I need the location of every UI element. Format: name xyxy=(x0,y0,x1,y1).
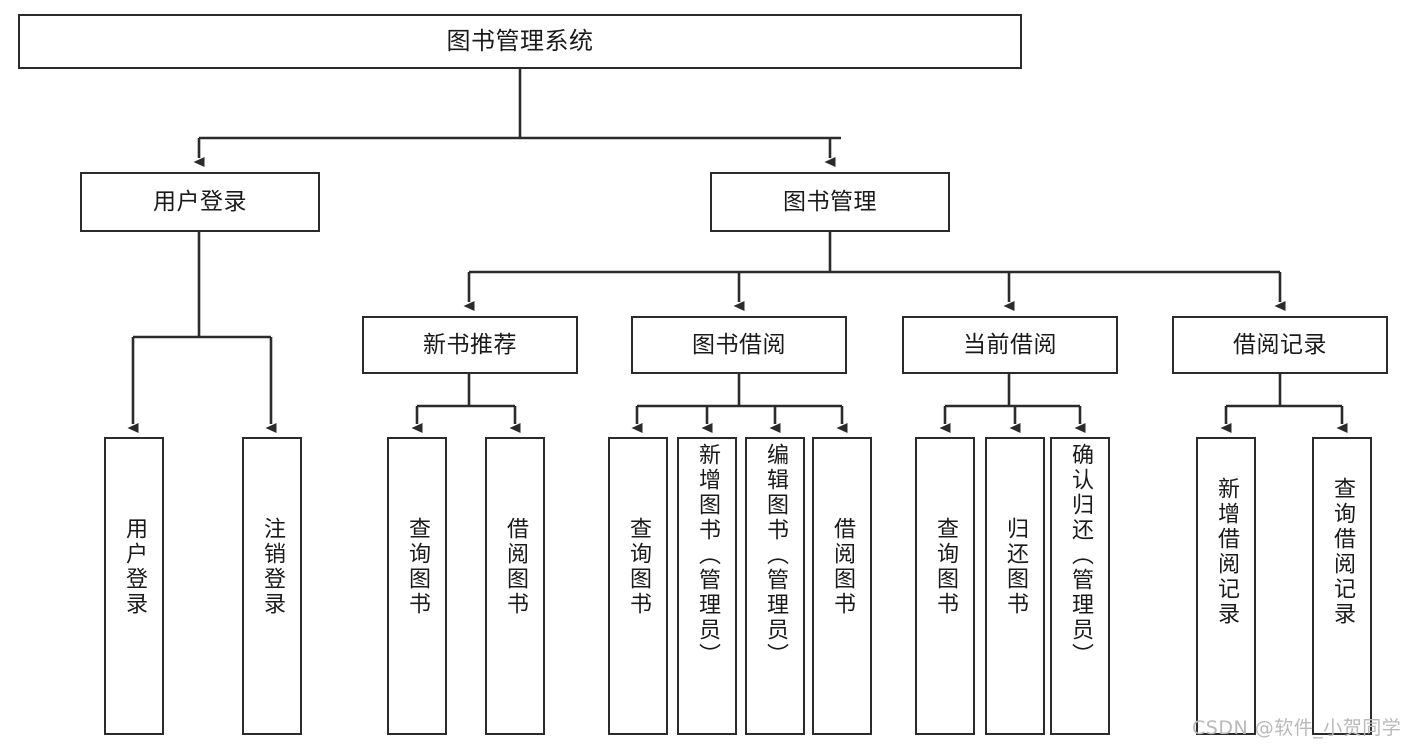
node-label: 借阅记录 xyxy=(1233,331,1327,358)
node-label: 确认归还（管理员） xyxy=(1068,443,1093,668)
node-new-book-recommend[interactable]: 新书推荐 xyxy=(362,316,578,374)
node-borrow-records[interactable]: 借阅记录 xyxy=(1172,316,1388,374)
node-leaf-query-book-newbook[interactable]: 查询图书 xyxy=(387,437,447,735)
node-leaf-query-book-borrow[interactable]: 查询图书 xyxy=(608,437,668,735)
node-label: 借阅图书 xyxy=(830,517,855,617)
node-leaf-user-login[interactable]: 用户登录 xyxy=(104,437,164,735)
node-current-borrow[interactable]: 当前借阅 xyxy=(902,316,1118,374)
node-label: 新增图书（管理员） xyxy=(695,443,720,668)
node-leaf-query-borrow-record[interactable]: 查询借阅记录 xyxy=(1312,437,1372,735)
node-leaf-edit-book-admin[interactable]: 编辑图书（管理员） xyxy=(745,437,805,735)
node-label: 借阅图书 xyxy=(503,517,528,617)
node-label: 新书推荐 xyxy=(423,331,517,358)
csdn-watermark: CSDN @软件_小贺同学 xyxy=(1192,717,1402,739)
node-leaf-borrow-book-newbook[interactable]: 借阅图书 xyxy=(485,437,545,735)
node-leaf-add-borrow-record[interactable]: 新增借阅记录 xyxy=(1196,437,1256,735)
node-label: 查询借阅记录 xyxy=(1330,477,1355,627)
node-label: 当前借阅 xyxy=(963,331,1057,358)
node-label: 查询图书 xyxy=(626,517,651,617)
node-label: 查询图书 xyxy=(933,517,958,617)
node-label: 查询图书 xyxy=(405,517,430,617)
node-label: 用户登录 xyxy=(153,188,247,215)
node-leaf-query-book-current[interactable]: 查询图书 xyxy=(915,437,975,735)
node-label: 图书管理系统 xyxy=(446,26,594,55)
node-book-borrow[interactable]: 图书借阅 xyxy=(631,316,847,374)
node-label: 归还图书 xyxy=(1003,517,1028,617)
node-user-login[interactable]: 用户登录 xyxy=(80,172,320,232)
node-leaf-add-book-admin[interactable]: 新增图书（管理员） xyxy=(677,437,737,735)
node-root-book-management-system[interactable]: 图书管理系统 xyxy=(18,14,1022,69)
node-label: 图书借阅 xyxy=(692,331,786,358)
node-book-management[interactable]: 图书管理 xyxy=(710,172,950,232)
node-leaf-logout[interactable]: 注销登录 xyxy=(242,437,302,735)
node-leaf-return-book[interactable]: 归还图书 xyxy=(985,437,1045,735)
node-leaf-confirm-return-admin[interactable]: 确认归还（管理员） xyxy=(1050,437,1110,735)
node-leaf-borrow-book[interactable]: 借阅图书 xyxy=(812,437,872,735)
node-label: 新增借阅记录 xyxy=(1214,477,1239,627)
node-label: 用户登录 xyxy=(122,517,147,617)
node-label: 图书管理 xyxy=(783,188,877,215)
node-label: 编辑图书（管理员） xyxy=(763,443,788,668)
node-label: 注销登录 xyxy=(260,517,285,617)
